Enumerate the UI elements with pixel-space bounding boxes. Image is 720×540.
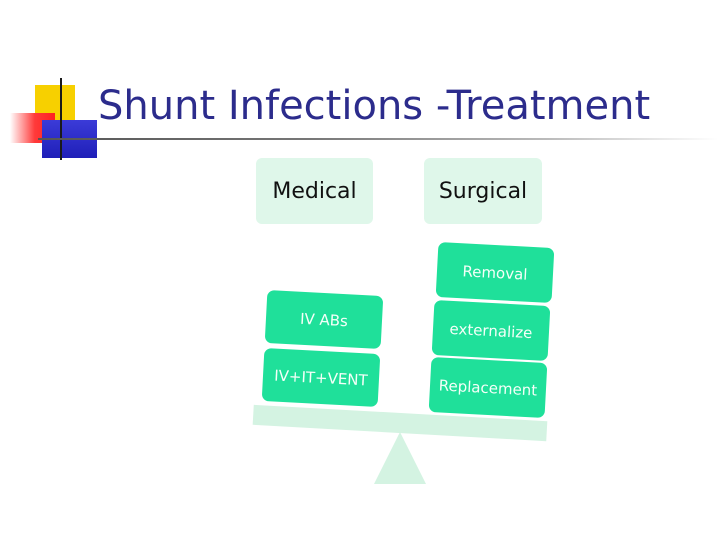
surgical-item-removal: Removal <box>435 242 555 303</box>
slide-title: Shunt Infections -Treatment <box>98 83 651 129</box>
surgical-item-replacement: Replacement <box>428 357 548 418</box>
surgical-heading: Surgical <box>424 158 542 224</box>
medical-item-iv-it-vent: IV+IT+VENT <box>261 348 381 407</box>
balance-fulcrum-triangle <box>374 432 426 484</box>
logo-vertical-line <box>60 78 62 160</box>
surgical-item-externalize: externalize <box>431 300 551 361</box>
title-underline <box>38 138 718 140</box>
medical-item-iv-abs: IV ABs <box>264 290 384 349</box>
medical-heading: Medical <box>256 158 373 224</box>
